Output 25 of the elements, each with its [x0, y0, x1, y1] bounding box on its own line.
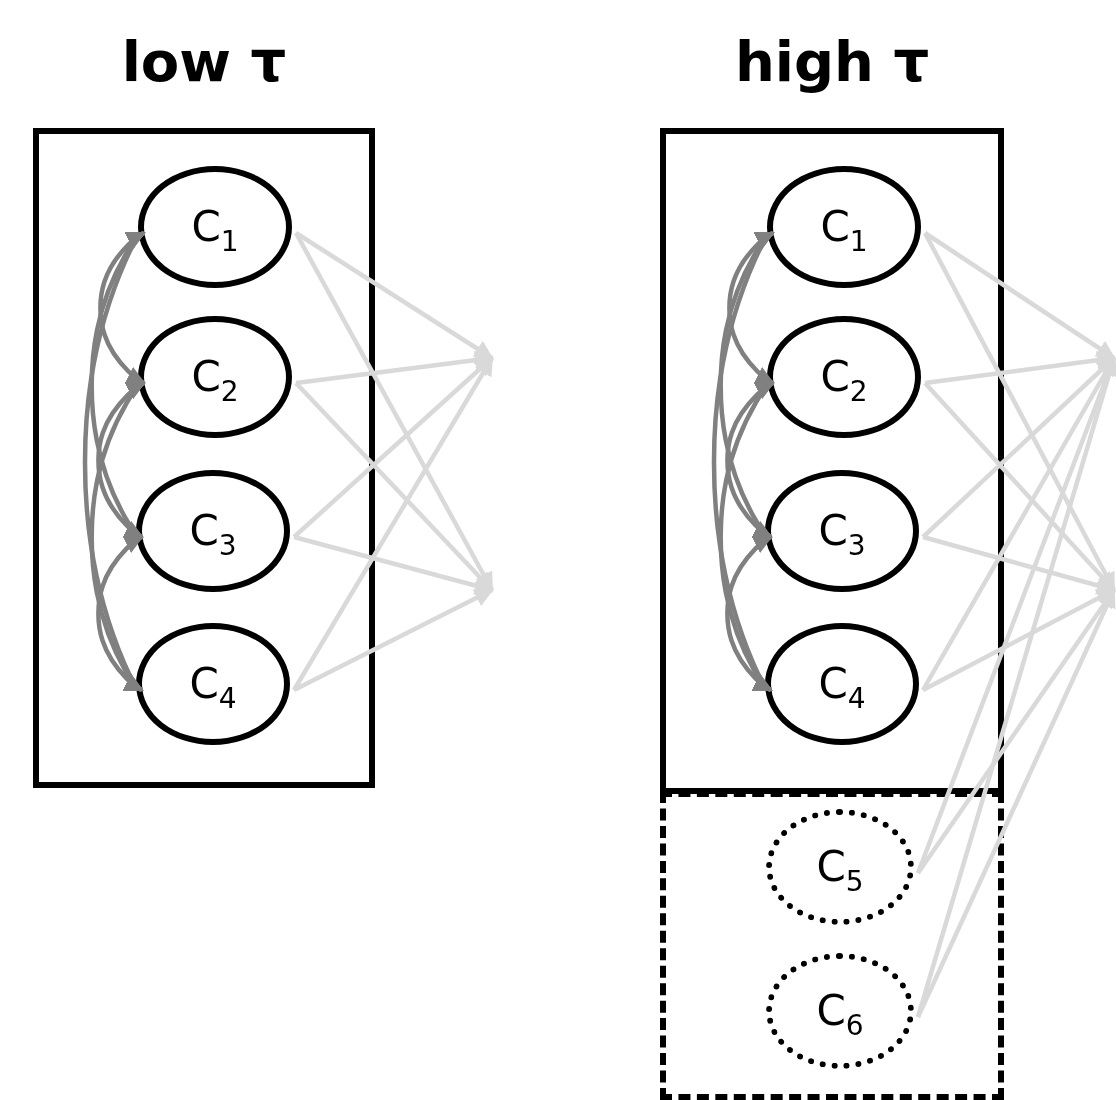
dotted-circle: C$_{5}$: [766, 809, 914, 925]
arrow: [294, 231, 494, 360]
circle: C$_{1}$: [138, 166, 292, 288]
arrow: [915, 588, 1116, 1018]
curved-arrow: [96, 535, 144, 692]
panel-title: low τ: [121, 30, 287, 94]
arrow: [924, 350, 1116, 386]
arrow: [915, 356, 1116, 1018]
arrow: [295, 350, 494, 386]
circle: C$_{2}$: [767, 316, 921, 438]
circle: C$_{4}$: [765, 623, 919, 745]
circle: C$_{3}$: [765, 470, 919, 592]
curved-arrow: [725, 535, 773, 692]
circle: C$_{3}$: [136, 470, 290, 592]
circle: C$_{1}$: [767, 166, 921, 288]
arrow: [293, 588, 494, 692]
arrow: [922, 534, 1116, 595]
arrow: [293, 534, 494, 595]
circle: C$_{4}$: [136, 623, 290, 745]
dotted-circle: C$_{6}$: [766, 953, 914, 1069]
arrow: [923, 231, 1116, 360]
arrow: [921, 588, 1116, 692]
circle: C$_{2}$: [138, 316, 292, 438]
arrow: [292, 356, 494, 692]
panel-title: high τ: [734, 30, 930, 94]
